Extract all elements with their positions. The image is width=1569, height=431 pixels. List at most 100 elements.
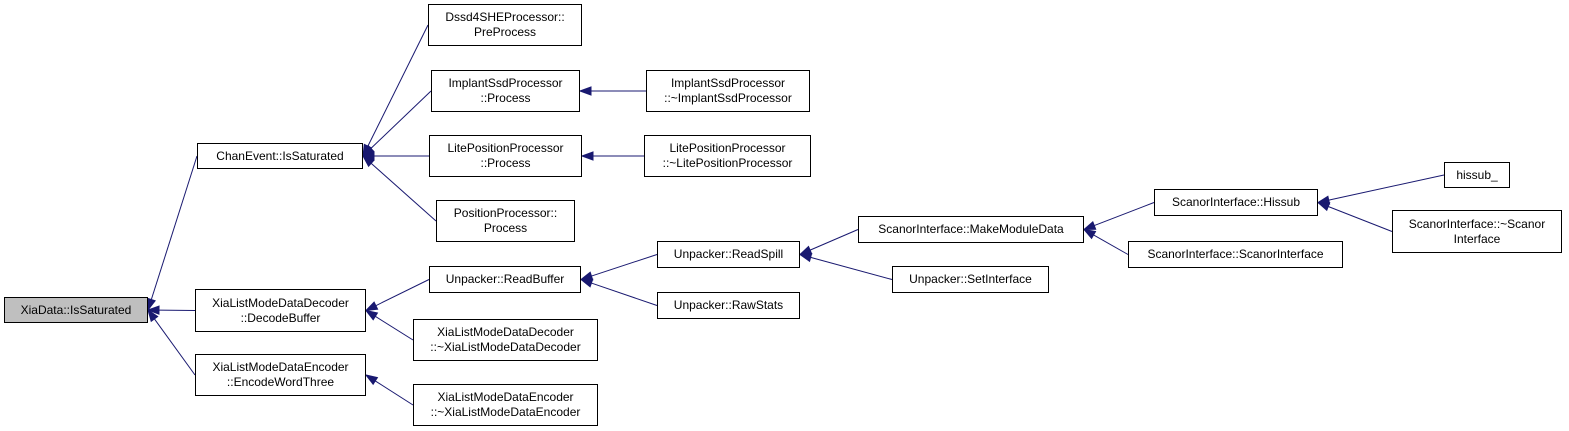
node-label: Interface (1453, 231, 1501, 246)
node-label: ::~LitePositionProcessor (662, 156, 793, 170)
edge-arrowhead (1082, 228, 1097, 240)
edge-arrowhead (579, 271, 594, 281)
node-label: ::~ImplantSsdProcessor (664, 91, 792, 105)
node-label: ChanEvent::IsSaturated (216, 148, 344, 163)
edge-scanorinterface-makemoduledata-to-unpacker-readspill (798, 229, 859, 256)
edge-line (367, 24, 429, 147)
edge-xialistmodedatadecoder-destructor-to-xialistmodedatadecoder-decodebuffer (364, 309, 414, 341)
node-label: Dssd4SHEProcessor:: (445, 10, 565, 24)
node-positionprocessor-process[interactable]: PositionProcessor::Process (436, 200, 575, 242)
node-implantssdprocessor-destructor[interactable]: ImplantSsdProcessor::~ImplantSsdProcesso… (646, 70, 810, 112)
edge-dssd4sheprocessor-preprocess-to-chanevent-issaturated (362, 24, 429, 158)
edge-arrowhead (1082, 220, 1097, 231)
edge-line (1094, 202, 1155, 227)
node-label: LitePositionProcessor (669, 141, 786, 155)
edge-arrowhead (578, 86, 592, 96)
node-xialistmodedataencoder-encodewordthree[interactable]: XiaListModeDataEncoder::EncodeWordThree (195, 354, 366, 396)
edge-line (1093, 234, 1129, 255)
node-unpacker-rawstats[interactable]: Unpacker::RawStats (657, 292, 800, 319)
node-unpacker-setinterface[interactable]: Unpacker::SetInterface (892, 266, 1049, 293)
edge-implantssdprocessor-destructor-to-implantssdprocessor-process (578, 86, 646, 96)
node-label: LitePositionProcessor (447, 141, 564, 155)
edge-xialistmodedataencoder-encodewordthree-to-xiadata-issaturated (147, 308, 196, 376)
node-label: ::~XiaListModeDataDecoder (430, 340, 581, 354)
edge-scanorinterface-hissub-to-scanorinterface-makemoduledata (1082, 202, 1155, 231)
node-label: XiaListModeDataEncoder (212, 360, 349, 374)
edge-arrowhead (579, 278, 594, 288)
edge-hissub-to-scanorinterface-hissub (1316, 174, 1445, 205)
node-litepositionprocessor-destructor[interactable]: LitePositionProcessor::~LitePositionProc… (644, 135, 811, 177)
edge-unpacker-readbuffer-to-xialistmodedatadecoder-decodebuffer (364, 279, 430, 312)
node-label: Process (483, 221, 528, 235)
node-label: ::~XiaListModeDataEncoder (430, 405, 581, 419)
edge-xialistmodedataencoder-destructor-to-xialistmodedataencoder-encodewordthree (364, 374, 414, 406)
node-label: Unpacker::ReadSpill (673, 247, 784, 261)
edge-line (370, 90, 432, 149)
edge-litepositionprocessor-destructor-to-litepositionprocessor-process (580, 151, 644, 161)
node-scanorinterface-makemoduledata[interactable]: ScanorInterface::MakeModuleData (858, 216, 1084, 243)
edge-line (591, 282, 658, 306)
node-xialistmodedataencoder-destructor[interactable]: XiaListModeDataEncoder::~XiaListModeData… (413, 384, 598, 426)
node-implantssdprocessor-process[interactable]: ImplantSsdProcessor::Process (431, 70, 580, 112)
node-label: ImplantSsdProcessor (670, 76, 786, 90)
edge-arrowhead (364, 374, 379, 386)
edge-arrowhead (364, 301, 379, 312)
edge-line (591, 254, 658, 277)
edge-line (154, 318, 196, 376)
node-unpacker-readbuffer[interactable]: Unpacker::ReadBuffer (429, 266, 581, 293)
node-label: Unpacker::RawStats (673, 298, 784, 312)
edge-arrowhead (364, 309, 379, 321)
node-label: XiaListModeDataDecoder (212, 295, 349, 310)
edge-arrowhead (1316, 201, 1331, 212)
edge-unpacker-rawstats-to-unpacker-readbuffer (579, 278, 658, 306)
node-hissub[interactable]: hissub_ (1444, 162, 1510, 188)
node-label: ::EncodeWordThree (226, 375, 335, 389)
node-label: PositionProcessor:: (453, 206, 558, 220)
edge-line (809, 229, 859, 251)
edge-arrowhead (146, 305, 160, 315)
edge-line (1328, 206, 1393, 232)
edge-unpacker-readspill-to-unpacker-readbuffer (579, 254, 658, 281)
node-label: XiaListModeDataEncoder (437, 390, 574, 404)
node-scanorinterface-hissub[interactable]: ScanorInterface::Hissub (1154, 189, 1318, 216)
node-label: ScanorInterface::Hissub (1171, 195, 1301, 209)
edge-line (375, 315, 414, 341)
edge-line (370, 162, 437, 222)
node-label: ScanorInterface::ScanorInterface (1147, 247, 1324, 261)
node-litepositionprocessor-process[interactable]: LitePositionProcessor::Process (429, 135, 582, 177)
node-label: ImplantSsdProcessor (448, 76, 563, 90)
node-label: ::Process (480, 91, 531, 105)
edge-arrowhead (798, 252, 813, 263)
edge-scanorinterface-destructor-to-scanorinterface-hissub (1316, 201, 1393, 232)
node-label: ::DecodeBuffer (240, 310, 321, 325)
edge-litepositionprocessor-process-to-chanevent-issaturated (361, 151, 429, 161)
node-xialistmodedatadecoder-decodebuffer[interactable]: XiaListModeDataDecoder::DecodeBuffer (195, 289, 366, 332)
node-xiadata-issaturated: XiaData::IsSaturated (4, 297, 148, 323)
node-label: PreProcess (473, 25, 537, 39)
edge-line (150, 155, 198, 300)
edge-arrowhead (361, 155, 375, 168)
edge-arrowhead (147, 308, 159, 323)
node-chanevent-issaturated[interactable]: ChanEvent::IsSaturated (197, 143, 363, 169)
node-label: Unpacker::ReadBuffer (445, 272, 565, 286)
node-label: hissub_ (1456, 167, 1498, 182)
edge-xialistmodedatadecoder-decodebuffer-to-xiadata-issaturated (146, 305, 196, 315)
edge-scanorinterface-scanorinterface-to-scanorinterface-makemoduledata (1082, 228, 1129, 255)
edge-unpacker-setinterface-to-unpacker-readspill (798, 252, 893, 280)
node-unpacker-readspill[interactable]: Unpacker::ReadSpill (657, 241, 800, 268)
node-label: ScanorInterface::MakeModuleData (878, 222, 1064, 236)
edge-line (1328, 174, 1445, 201)
node-dssd4sheprocessor-preprocess[interactable]: Dssd4SHEProcessor::PreProcess (428, 4, 582, 46)
edge-line (375, 380, 414, 406)
node-label: XiaListModeDataDecoder (437, 325, 574, 339)
node-label: XiaData::IsSaturated (20, 302, 132, 317)
edge-implantssdprocessor-process-to-chanevent-issaturated (361, 90, 432, 158)
node-label: Unpacker::SetInterface (909, 272, 1032, 286)
node-label: ScanorInterface::~Scanor (1408, 216, 1546, 231)
node-label: ::Process (480, 156, 531, 170)
node-scanorinterface-scanorinterface[interactable]: ScanorInterface::ScanorInterface (1128, 241, 1343, 268)
node-xialistmodedatadecoder-destructor[interactable]: XiaListModeDataDecoder::~XiaListModeData… (413, 319, 598, 361)
